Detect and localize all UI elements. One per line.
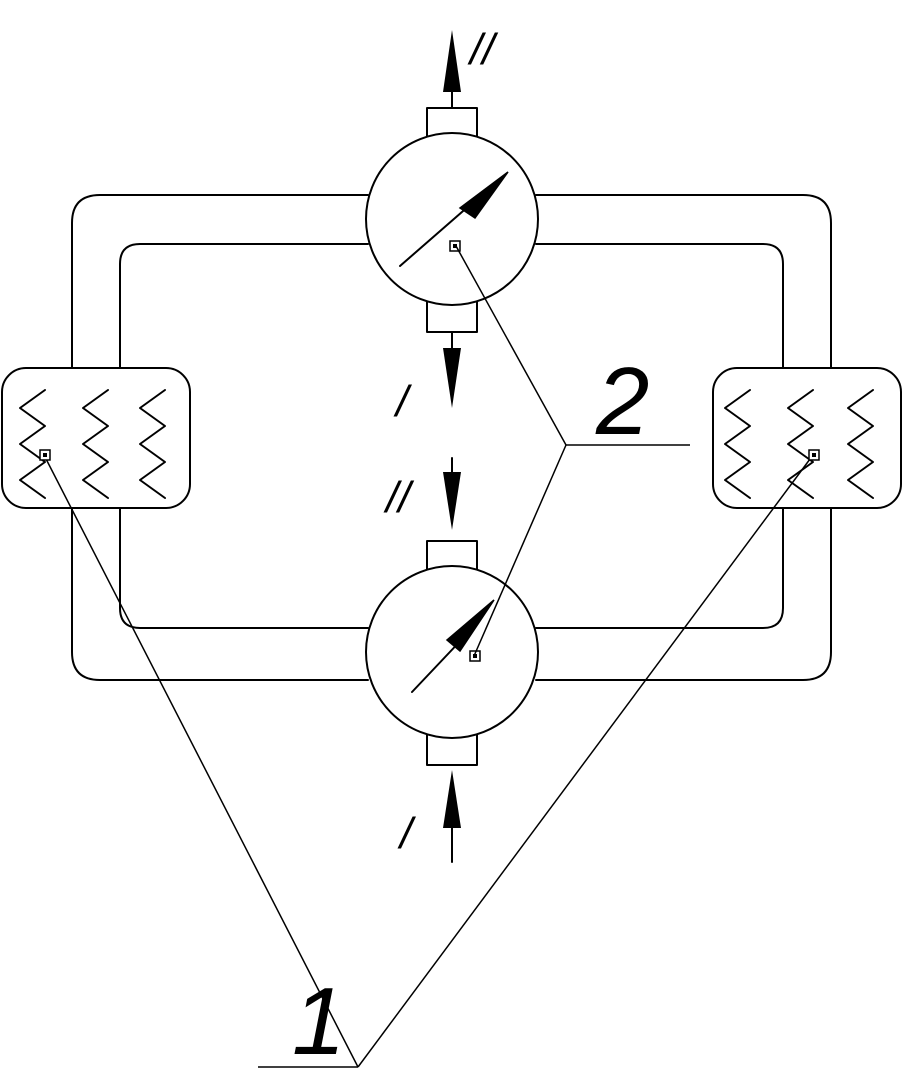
left-coil-2	[82, 389, 109, 499]
bottom-outlet-arrow	[443, 457, 461, 530]
label-2-leaders	[455, 245, 690, 657]
right-coil-3	[847, 389, 874, 499]
bottom-outlet-label: //	[383, 473, 414, 522]
inner-pipe-loop	[119, 243, 784, 629]
label-1-leaders	[43, 454, 814, 1068]
left-coil-1	[19, 389, 46, 499]
top-machine	[365, 132, 539, 306]
right-coil-marker	[808, 449, 820, 461]
left-coil-3	[139, 389, 166, 499]
top-machine-adjust-arrowhead	[458, 171, 509, 220]
right-coil-2	[787, 389, 814, 499]
bottom-machine	[365, 565, 539, 739]
bottom-inlet-label: /	[397, 809, 416, 858]
right-coil-1	[724, 389, 751, 499]
top-outlet-arrow	[443, 30, 461, 109]
left-heat-exchanger	[1, 367, 191, 509]
top-inlet-arrow	[443, 331, 461, 408]
right-heat-exchanger	[712, 367, 902, 509]
bottom-machine-adjust-arrowhead	[445, 599, 495, 653]
label-2: 2	[595, 348, 649, 455]
outer-pipe-loop	[71, 194, 832, 681]
left-coil-marker	[39, 449, 51, 461]
top-outlet-label: //	[467, 25, 498, 74]
top-machine-marker	[449, 240, 461, 252]
bottom-inlet-arrow	[443, 770, 461, 863]
top-inlet-label: /	[393, 377, 412, 426]
bottom-machine-marker	[469, 650, 481, 662]
label-1: 1	[292, 968, 345, 1075]
